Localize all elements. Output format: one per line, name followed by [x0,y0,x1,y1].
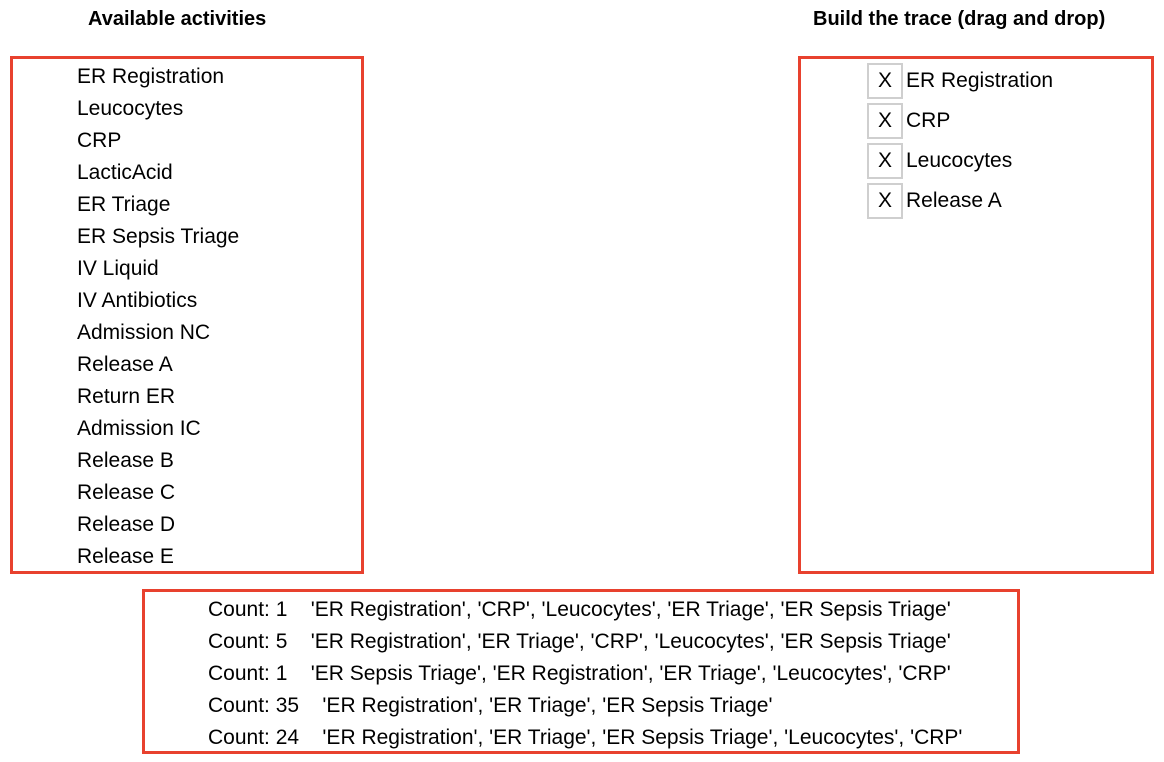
activity-item-lacticacid[interactable]: LacticAcid [77,161,173,184]
variant-row: Count: 5 'ER Registration', 'ER Triage',… [208,626,962,658]
trace-item[interactable]: X ER Registration [867,61,1053,101]
activity-item-release-a[interactable]: Release A [77,353,173,376]
activity-item-admission-nc[interactable]: Admission NC [77,321,211,344]
trace-item-label: Release A [906,189,1002,212]
activity-item-crp[interactable]: CRP [77,129,122,152]
activity-item-release-e[interactable]: Release E [77,545,174,568]
trace-item-label: Leucocytes [906,149,1013,172]
variant-row: Count: 1 'ER Sepsis Triage', 'ER Registr… [208,658,962,690]
variant-row: Count: 35 'ER Registration', 'ER Triage'… [208,690,962,722]
variant-count: Count: 35 [208,694,300,717]
variant-count: Count: 1 [208,662,288,685]
variant-trace: 'ER Sepsis Triage', 'ER Registration', '… [310,662,951,685]
activity-item-release-c[interactable]: Release C [77,481,176,504]
variant-trace: 'ER Registration', 'ER Triage', 'ER Seps… [322,726,963,749]
trace-drop-zone[interactable]: X ER Registration X CRP X Leucocytes X R… [798,56,1154,574]
trace-item-label: ER Registration [906,69,1054,92]
trace-list: X ER Registration X CRP X Leucocytes X R… [867,61,1053,221]
variant-trace: 'ER Registration', 'ER Triage', 'ER Seps… [322,694,773,717]
activity-item-leucocytes[interactable]: Leucocytes [77,97,184,120]
remove-trace-item-button[interactable]: X [867,103,903,139]
activity-item-release-d[interactable]: Release D [77,513,176,536]
variant-list: Count: 1 'ER Registration', 'CRP', 'Leuc… [208,594,962,754]
activity-item-er-triage[interactable]: ER Triage [77,193,171,216]
activity-item-admission-ic[interactable]: Admission IC [77,417,201,440]
remove-trace-item-button[interactable]: X [867,63,903,99]
activity-item-iv-liquid[interactable]: IV Liquid [77,257,159,280]
available-activities-panel: ER Registration Leucocytes CRP LacticAci… [10,56,364,574]
variant-trace: 'ER Registration', 'ER Triage', 'CRP', '… [310,630,951,653]
build-trace-heading: Build the trace (drag and drop) [813,8,1106,30]
available-activities-heading: Available activities [88,8,267,30]
activity-item-iv-antibiotics[interactable]: IV Antibiotics [77,289,198,312]
trace-item[interactable]: X Release A [867,181,1053,221]
activity-list: ER Registration Leucocytes CRP LacticAci… [77,61,239,573]
trace-item[interactable]: X CRP [867,101,1053,141]
variant-count: Count: 1 [208,598,288,621]
variant-count: Count: 24 [208,726,300,749]
variant-trace: 'ER Registration', 'CRP', 'Leucocytes', … [310,598,951,621]
variant-row: Count: 1 'ER Registration', 'CRP', 'Leuc… [208,594,962,626]
variant-count: Count: 5 [208,630,288,653]
variant-row: Count: 24 'ER Registration', 'ER Triage'… [208,722,962,754]
matching-variants-panel: Count: 1 'ER Registration', 'CRP', 'Leuc… [142,589,1020,754]
remove-trace-item-button[interactable]: X [867,183,903,219]
trace-item[interactable]: X Leucocytes [867,141,1053,181]
remove-trace-item-button[interactable]: X [867,143,903,179]
activity-item-er-registration[interactable]: ER Registration [77,65,225,88]
activity-item-release-b[interactable]: Release B [77,449,174,472]
trace-item-label: CRP [906,109,951,132]
activity-item-er-sepsis-triage[interactable]: ER Sepsis Triage [77,225,240,248]
activity-item-return-er[interactable]: Return ER [77,385,176,408]
